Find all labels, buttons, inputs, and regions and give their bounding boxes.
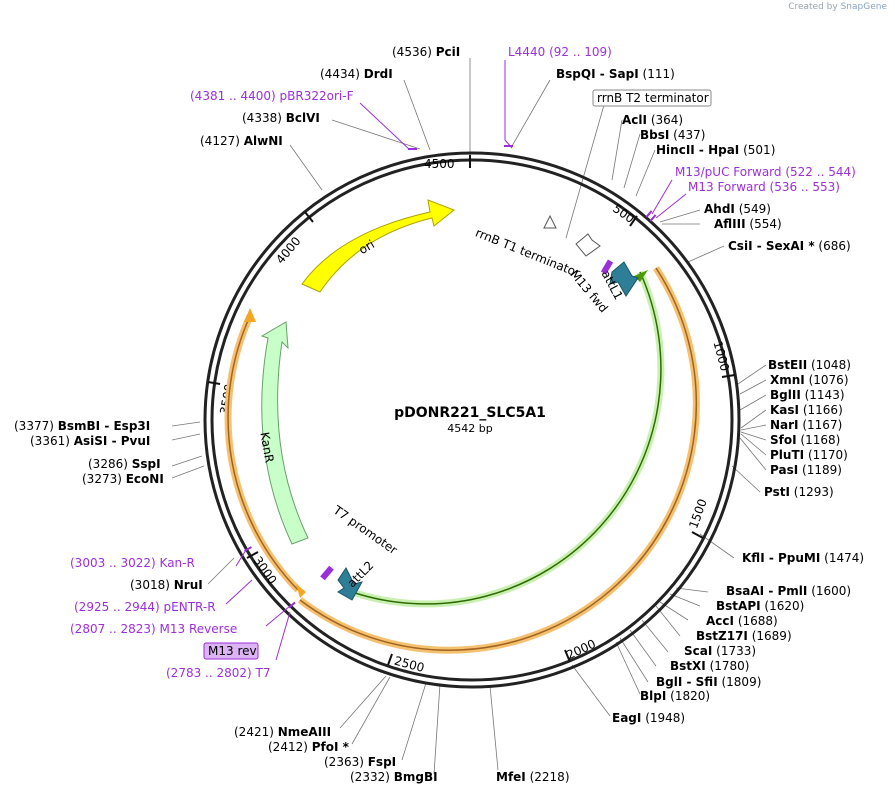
enzyme-1600: BsaAI - PmlI (1600): [726, 584, 851, 598]
enzyme-1167: NarI (1167): [770, 418, 842, 432]
enzyme-1166: KasI (1166): [770, 403, 843, 417]
enzyme-1620: BstAPI (1620): [716, 599, 804, 613]
enzyme-4127: (4127) AlwNI: [200, 134, 283, 148]
snapgene-brand: SnapGene: [840, 2, 887, 12]
enzyme-3273: (3273) EcoNI: [82, 472, 164, 486]
enzyme-1820: BlpI (1820): [640, 689, 710, 703]
enzyme-2421: (2421) NmeAIII: [234, 725, 331, 739]
tick-1500: 1500: [686, 497, 710, 530]
rrnb-t1-arrow: [575, 233, 601, 257]
enzyme-1170: PluTI (1170): [770, 448, 848, 462]
enzyme-3361: (3361) AsiSI - PvuI: [30, 434, 150, 448]
enzyme-1474: KflI - PpuMI (1474): [742, 551, 864, 565]
enzyme-111: BspQI - SapI (111): [556, 67, 675, 81]
primer-labels: L4440 (92 .. 109) (4381 .. 4400) pBR322o…: [70, 45, 856, 680]
m13-rev-label: M13 rev: [208, 644, 257, 658]
enzyme-2412: (2412) PfoI *: [268, 740, 350, 754]
rrnb-t2-box: [592, 89, 712, 107]
enzyme-2363: (2363) FspI: [324, 755, 396, 769]
enzyme-1076: XmnI (1076): [770, 373, 849, 387]
rrnb-t2-arrow: [543, 214, 557, 229]
enzyme-1780: BstXI (1780): [670, 659, 749, 673]
enzyme-3377: (3377) BsmBI - Esp3I: [14, 419, 150, 433]
enzyme-1168: SfoI (1168): [770, 433, 840, 447]
enzyme-554: AflIII (554): [714, 217, 782, 231]
credit-prefix: Created by: [788, 2, 838, 12]
plasmid-backbone: [203, 151, 741, 689]
enzyme-364: AclI (364): [622, 113, 683, 127]
m13-rev-box: [203, 642, 259, 660]
snapgene-credit: Created by SnapGene: [788, 2, 887, 12]
plasmid-name: pDONR221_SLC5A1: [394, 405, 546, 421]
kanr-arrow: [260, 321, 309, 545]
enzyme-3018: (3018) NruI: [130, 578, 203, 592]
enzyme-3286: (3286) SspI: [88, 457, 161, 471]
enzyme-1689: BstZ17I (1689): [696, 629, 792, 643]
rrnb-t1-label: rrnB T1 terminator: [473, 226, 582, 281]
ori-arrow: [301, 199, 455, 293]
primer-lines: [225, 60, 687, 661]
enzyme-4338: (4338) BclVI: [242, 111, 320, 125]
tick-4500: 4500: [424, 157, 455, 171]
enzyme-501: HincII - HpaI (501): [656, 143, 775, 157]
m13-rev-marker: [320, 565, 334, 581]
kanr-label: KanR: [257, 431, 276, 464]
enzyme-1688: AccI (1688): [706, 614, 778, 628]
enzyme-4536: (4536) PciI: [392, 45, 460, 59]
ring-ticks: [207, 155, 736, 666]
orange-arc-right: [299, 267, 698, 651]
enzyme-2332: (2332) BmgBI: [350, 770, 438, 784]
enzyme-1733: ScaI (1733): [684, 644, 756, 658]
enzyme-1948: EagI (1948): [612, 711, 685, 725]
orange-arc-left-head: [244, 308, 256, 322]
rrnb-t2-label: rrnB T2 terminator: [597, 91, 709, 105]
primer-pentr-r: (2925 .. 2944) pENTR-R: [74, 600, 216, 614]
primer-ticks: [244, 145, 657, 609]
enzyme-437: BbsI (437): [640, 128, 705, 142]
attl2-arrow: [337, 567, 363, 601]
enzyme-686: CsiI - SexAI * (686): [728, 239, 851, 253]
enzyme-1189: PasI (1189): [770, 463, 842, 477]
plasmid-size: 4542 bp: [447, 422, 492, 435]
enzyme-2218: MfeI (2218): [496, 770, 570, 784]
enzyme-549: AhdI (549): [704, 202, 771, 216]
green-arc-halo: [350, 270, 665, 608]
primer-t7: (2783 .. 2802) T7: [166, 666, 271, 680]
orange-arc-right-head: [296, 584, 306, 598]
primer-pbr322ori-f: (4381 .. 4400) pBR322ori-F: [190, 89, 354, 103]
enzyme-1048: BstEII (1048): [768, 358, 851, 372]
enzyme-1143: BglII (1143): [770, 388, 845, 402]
primer-m13-forward: M13 Forward (536 .. 553): [688, 180, 840, 194]
primer-m13-reverse: (2807 .. 2823) M13 Reverse: [70, 622, 237, 636]
green-arc: [351, 271, 662, 605]
enzyme-4434: (4434) DrdI: [320, 67, 393, 81]
enzyme-labels: (4536) PciI (4434) DrdI (4338) BclVI (41…: [14, 45, 864, 784]
enzyme-1293: PstI (1293): [764, 485, 834, 499]
primer-l4440: L4440 (92 .. 109): [508, 45, 612, 59]
attl1-arrow: [609, 261, 639, 297]
orange-arc-left: [227, 315, 299, 591]
leader-lines: [171, 58, 767, 775]
m13-fwd-marker: [600, 259, 614, 275]
t7-promoter-label: T7 promoter: [330, 502, 400, 557]
primer-kan-r: (3003 .. 3022) Kan-R: [70, 556, 195, 570]
enzyme-1809: BglI - SfiI (1809): [656, 675, 761, 689]
primer-m13-puc-forward: M13/pUC Forward (522 .. 544): [675, 165, 856, 179]
ori-label: ori: [356, 237, 377, 257]
